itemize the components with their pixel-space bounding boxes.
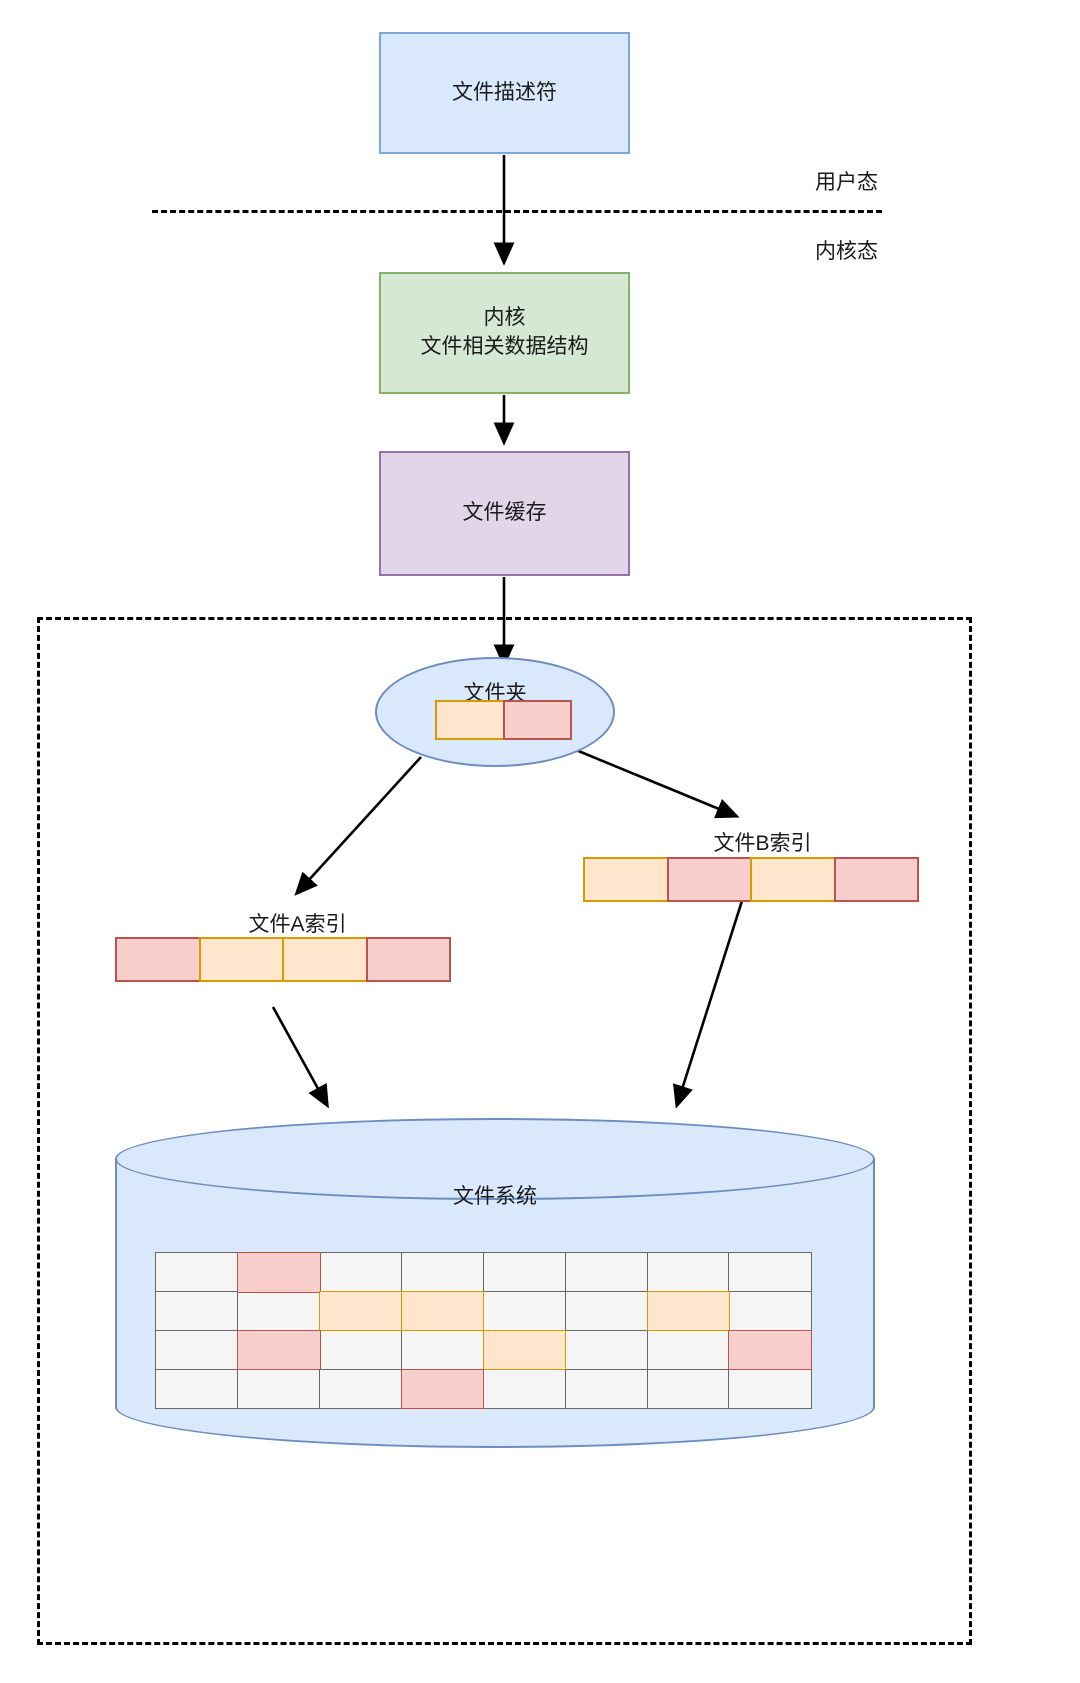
disk-block-cell <box>482 1329 567 1370</box>
file-system-label: 文件系统 <box>453 1185 537 1208</box>
disk-block-cell <box>564 1368 648 1409</box>
disk-block-cell <box>646 1329 730 1370</box>
disk-block-cell <box>237 1252 321 1293</box>
folder-cell-strip[interactable] <box>435 700 572 740</box>
cylinder-top-ellipse <box>115 1118 875 1200</box>
disk-block-cell <box>646 1368 730 1409</box>
disk-block-cell <box>564 1329 648 1370</box>
disk-block-cell <box>319 1291 403 1332</box>
strip-cell <box>502 700 572 740</box>
disk-block-cell <box>482 1291 567 1332</box>
strip-cell <box>435 700 505 740</box>
disk-block-cell <box>319 1329 403 1370</box>
user-mode-label: 用户态 <box>815 171 878 194</box>
disk-block-cell <box>237 1368 321 1409</box>
disk-block-cell <box>564 1291 648 1332</box>
strip-cell <box>115 937 201 982</box>
file-b-index-strip[interactable] <box>583 857 919 902</box>
file-a-index-strip[interactable] <box>115 937 451 982</box>
disk-block-cell <box>155 1368 239 1409</box>
disk-block-cell <box>646 1291 730 1332</box>
disk-block-cell <box>400 1368 485 1409</box>
disk-block-cell <box>155 1291 239 1332</box>
disk-block-cell <box>646 1252 730 1293</box>
disk-block-cell <box>319 1252 403 1293</box>
disk-block-cell <box>728 1252 812 1293</box>
disk-block-cell <box>728 1329 812 1370</box>
strip-cell <box>198 937 284 982</box>
disk-block-cell <box>400 1252 485 1293</box>
disk-block-cell <box>400 1291 485 1332</box>
strip-cell <box>282 937 368 982</box>
kernel-mode-label: 内核态 <box>815 240 878 263</box>
disk-block-cell <box>155 1329 239 1370</box>
strip-cell <box>583 857 669 902</box>
file-cache-box[interactable]: 文件缓存 <box>379 451 630 576</box>
strip-cell <box>833 857 919 902</box>
user-kernel-divider <box>152 210 882 213</box>
disk-block-cell <box>237 1291 321 1332</box>
disk-block-cell <box>155 1252 239 1293</box>
disk-block-cell <box>237 1329 321 1370</box>
file-descriptor-box[interactable]: 文件描述符 <box>379 32 630 154</box>
disk-block-cell <box>482 1368 567 1409</box>
strip-cell <box>666 857 752 902</box>
disk-block-cell <box>319 1368 403 1409</box>
disk-block-cell <box>564 1252 648 1293</box>
disk-block-cell <box>400 1329 485 1370</box>
kernel-data-structure-box[interactable]: 内核 文件相关数据结构 <box>379 272 630 394</box>
disk-block-cell <box>728 1368 812 1409</box>
disk-block-cell <box>728 1291 812 1332</box>
storage-layer-container <box>37 617 972 1645</box>
strip-cell <box>365 937 451 982</box>
disk-block-grid[interactable] <box>155 1252 812 1409</box>
folder-label: 文件夹 <box>463 682 527 705</box>
strip-cell <box>750 857 836 902</box>
file-a-index-label: 文件A索引 <box>248 913 347 936</box>
disk-block-cell <box>482 1252 567 1293</box>
file-b-index-label: 文件B索引 <box>713 832 812 855</box>
